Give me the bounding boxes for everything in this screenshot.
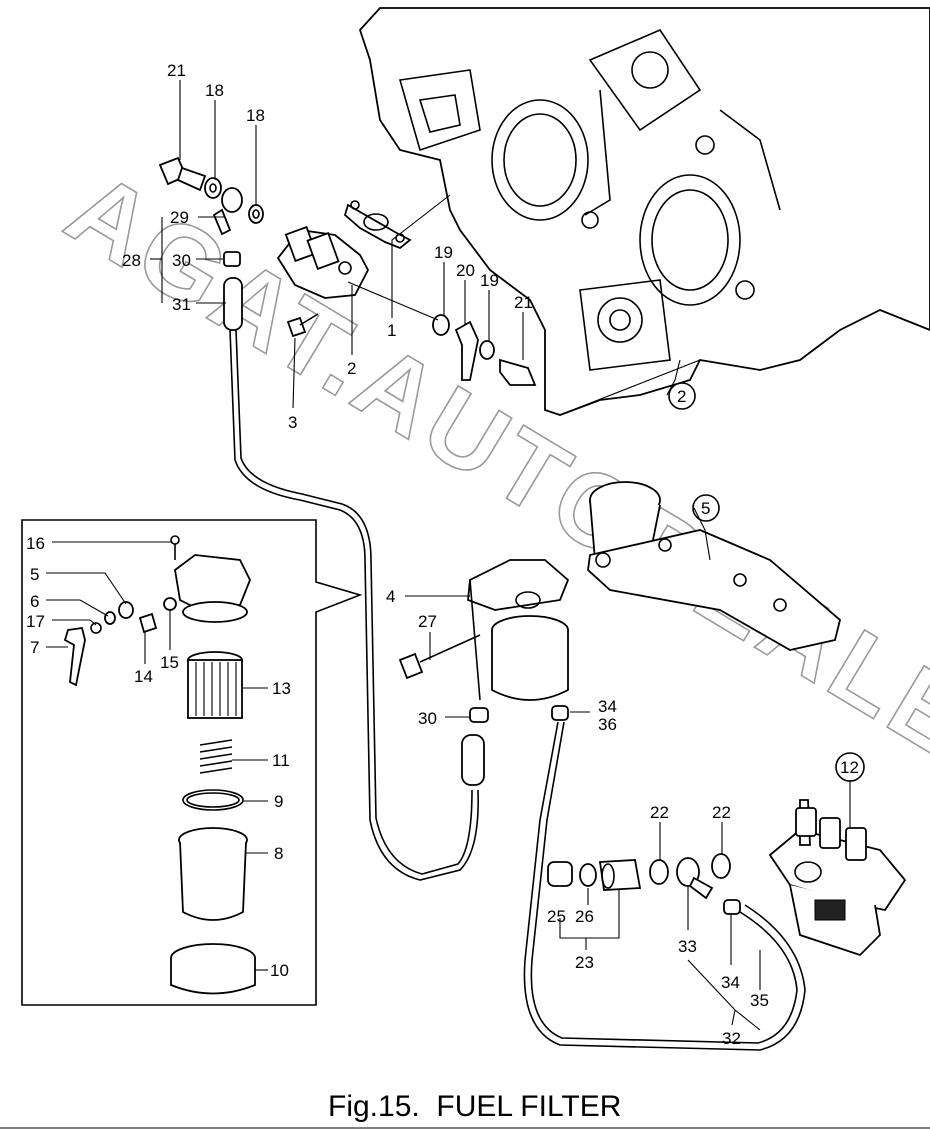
label-21-top: 21	[167, 61, 186, 80]
label-32: 32	[722, 1029, 741, 1048]
label-18-left: 18	[205, 81, 224, 100]
fuel-filter-main-drawing	[398, 481, 842, 786]
label-34-top: 34	[598, 697, 617, 716]
label-16: 16	[26, 534, 45, 553]
circle-marker-2	[668, 382, 696, 410]
label-21-right: 21	[514, 293, 533, 312]
leader-lines	[46, 80, 851, 1031]
label-33: 33	[678, 937, 697, 956]
fuel-lines	[229, 329, 806, 1051]
label-11: 11	[272, 751, 290, 770]
figure-caption: Fig.15. FUEL FILTER	[328, 1090, 621, 1123]
label-10: 10	[270, 961, 289, 980]
label-28: 28	[122, 251, 141, 270]
label-3: 3	[288, 413, 297, 432]
label-19-right: 19	[480, 271, 499, 290]
circle-label-5: 5	[701, 499, 710, 518]
inset-exploded-view	[21, 519, 363, 1006]
label-15: 15	[160, 653, 179, 672]
label-31: 31	[172, 295, 191, 314]
label-35: 35	[750, 991, 769, 1010]
label-5: 5	[30, 565, 39, 584]
part-labels: 21 18 18 29 28 30 31 3 2 1 19 20 19 21 2…	[26, 61, 859, 1048]
label-7: 7	[30, 638, 39, 657]
engine-block-drawing	[358, 7, 930, 416]
label-29: 29	[170, 208, 189, 227]
label-30-upper: 30	[172, 251, 191, 270]
label-27: 27	[418, 612, 437, 631]
label-22-right: 22	[712, 803, 731, 822]
label-6: 6	[30, 592, 39, 611]
label-2: 2	[347, 359, 356, 378]
label-4: 4	[386, 587, 395, 606]
label-23: 23	[575, 953, 594, 972]
label-18-right: 18	[246, 106, 265, 125]
label-17: 17	[26, 612, 45, 631]
label-34-bottom: 34	[721, 973, 740, 992]
circle-marker-5	[692, 494, 720, 522]
label-20: 20	[456, 261, 475, 280]
label-19-left: 19	[434, 243, 453, 262]
label-22-left: 22	[650, 803, 669, 822]
label-13: 13	[272, 679, 291, 698]
label-25: 25	[547, 907, 566, 926]
circle-label-2: 2	[677, 387, 686, 406]
label-26: 26	[575, 907, 594, 926]
injection-pump-drawing	[547, 799, 907, 957]
fuel-pump-assembly-drawing	[158, 156, 537, 386]
circle-label-12: 12	[840, 758, 859, 777]
label-1: 1	[387, 321, 396, 340]
label-36: 36	[598, 715, 617, 734]
circle-marker-12	[835, 752, 865, 782]
label-14: 14	[134, 667, 153, 686]
label-30-lower: 30	[418, 709, 437, 728]
label-9: 9	[274, 792, 283, 811]
label-8: 8	[274, 844, 283, 863]
